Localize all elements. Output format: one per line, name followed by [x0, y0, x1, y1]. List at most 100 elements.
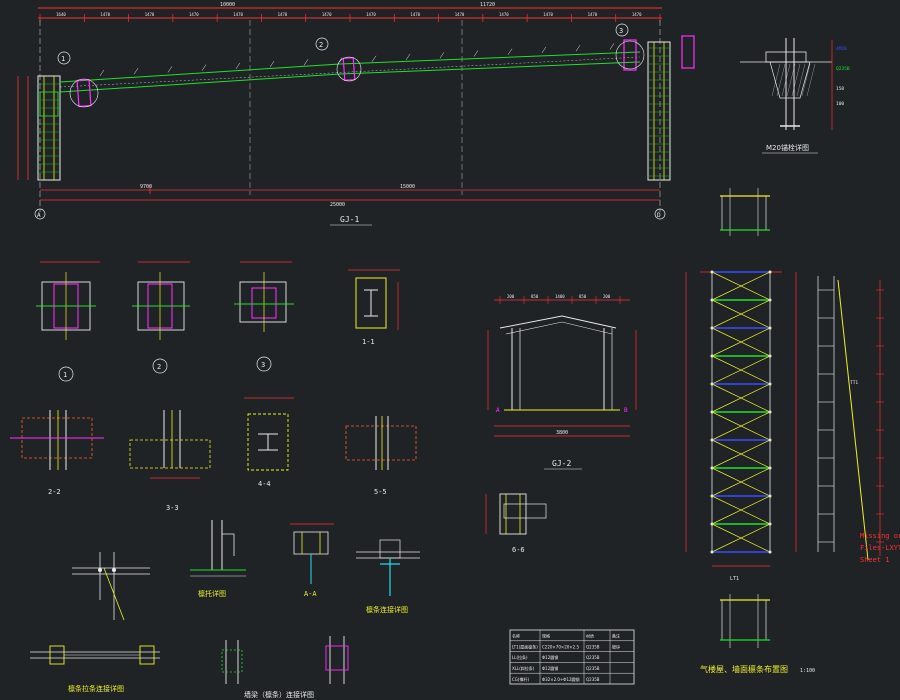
- table-cell-1-1: C220×70×20×2.5: [542, 644, 579, 649]
- bay-label-tt: TT1: [850, 380, 858, 386]
- section-2-label: 2: [157, 363, 161, 371]
- section-a-a: A-A: [290, 523, 334, 598]
- gj2-dim-1: 850: [531, 294, 539, 299]
- section-5-5: 5-5: [345, 416, 417, 496]
- gj2-label-a: A: [496, 407, 500, 414]
- frame-gj1: 1640 1470 1470 1470 1470 1470 1470 1470 1470 1470…: [17, 2, 695, 226]
- purlin-support-detail: 檩托详图: [190, 520, 246, 598]
- top-dim-5: 1470: [278, 12, 288, 17]
- bay-scale: 1:100: [800, 668, 815, 674]
- anchor-note-2: Q235B: [836, 66, 850, 72]
- table-cell-0-1: 规格: [542, 633, 550, 639]
- top-dim-2: 1470: [145, 12, 155, 17]
- missing-text-1: Missing or: [860, 532, 900, 540]
- purlin-conn-title: 檩条连接详图: [366, 605, 408, 614]
- anchor-title: M20锚栓详图: [766, 143, 809, 152]
- gj2-dim-0: 200: [507, 294, 515, 299]
- table-cell-2-0: LL(拉条): [512, 654, 528, 660]
- purlin-tie-lower: 檩条拉条连接详图: [30, 645, 160, 693]
- callout-3: 3: [619, 27, 623, 35]
- top-total-right: 11720: [480, 2, 495, 8]
- purlin-support-title: 檩托详图: [198, 589, 226, 598]
- purlin-tie-upper: [72, 552, 150, 621]
- anchor-detail: 4M20 Q235B 150 100 M20锚栓详图: [740, 38, 850, 154]
- bottom-dim-2: 15000: [400, 184, 415, 190]
- section-3-3: 3-3: [129, 410, 211, 512]
- section-a-a-label: A-A: [304, 590, 317, 598]
- top-dim-3: 1470: [189, 12, 199, 17]
- section-1-1-label: 1-1: [362, 338, 375, 346]
- table-cell-0-0: 名称: [512, 633, 520, 639]
- gj2-dim-2: 1400: [555, 294, 565, 299]
- table-cell-3-2: Q235B: [586, 666, 600, 671]
- table-cell-1-3: 镀锌: [612, 643, 620, 649]
- top-dim-1: 1470: [100, 12, 110, 17]
- top-dim-12: 1470: [588, 12, 598, 17]
- top-dimension-ticks: 1640 1470 1470 1470 1470 1470 1470 1470 1470 1470…: [39, 12, 661, 22]
- callout-1: 1: [61, 55, 65, 63]
- top-dim-13: 1470: [632, 12, 642, 17]
- axis-d: D: [657, 212, 661, 219]
- bay-label-lt: LT1: [730, 576, 739, 582]
- frame-gj2: 200 850 1400 850 200 A B 3800 GJ-2: [487, 294, 637, 470]
- gj1-title: GJ-1: [340, 215, 359, 224]
- top-dim-9: 1470: [455, 12, 465, 17]
- wall-beam-detail: 墙梁（檩条）连接详图: [221, 636, 349, 699]
- axis-a: A: [37, 212, 41, 219]
- table-cell-4-0: CG(撑杆): [512, 676, 529, 682]
- section-2-2-label: 2-2: [48, 488, 61, 496]
- section-2: 2: [132, 261, 190, 374]
- table-cell-0-2: 材质: [586, 633, 594, 639]
- gj2-label-b: B: [624, 407, 628, 414]
- missing-text-3: Sheet 1: [860, 556, 890, 564]
- top-dim-0: 1640: [56, 12, 66, 17]
- table-cell-1-2: Q235B: [586, 644, 600, 649]
- section-5-5-label: 5-5: [374, 488, 387, 496]
- section-1-1: 1-1: [348, 269, 400, 346]
- anchor-note-3: 150: [836, 86, 844, 92]
- gj2-dim-4: 200: [603, 294, 611, 299]
- section-2-2: 2-2: [10, 410, 104, 496]
- bottom-dim-1: 9700: [140, 184, 152, 190]
- anchor-note-1: 4M20: [836, 46, 847, 52]
- section-3-label: 3: [261, 361, 265, 369]
- table-cell-3-0: XLL(斜拉条): [512, 665, 535, 671]
- bay-title: 气楼屋、墙面檩条布置图: [700, 664, 788, 674]
- top-dim-7: 1470: [366, 12, 376, 17]
- section-4-4-label: 4-4: [258, 480, 271, 488]
- section-3-3-label: 3-3: [166, 504, 179, 512]
- section-4-4: 4-4: [244, 397, 294, 488]
- section-6-6-label: 6-6: [512, 546, 525, 554]
- table-cell-3-1: Φ12圆钢: [542, 665, 558, 671]
- callout-2: 2: [319, 41, 323, 49]
- top-dim-8: 1470: [410, 12, 420, 17]
- table-cell-1-0: LT1(屋面檩条): [512, 643, 538, 649]
- top-dim-6: 1470: [322, 12, 332, 17]
- table-cell-2-1: Φ12圆钢: [542, 654, 558, 660]
- section-3: 3: [234, 261, 294, 372]
- table-cell-0-3: 备注: [612, 633, 620, 639]
- anchor-note-4: 100: [836, 101, 844, 107]
- missing-text-2: Files-LXYT: [860, 544, 900, 552]
- purlin-tie-title: 檩条拉条连接详图: [68, 684, 124, 693]
- table-cell-4-2: Q235B: [586, 677, 600, 682]
- table-cell-2-2: Q235B: [586, 655, 600, 660]
- top-dim-4: 1470: [233, 12, 243, 17]
- top-dim-11: 1470: [543, 12, 553, 17]
- gj2-total: 3800: [556, 430, 568, 436]
- purlin-conn-detail: 檩条连接详图: [356, 539, 420, 614]
- gj2-dim-3: 850: [579, 294, 587, 299]
- bottom-total: 25000: [330, 202, 345, 208]
- table-cell-4-1: Φ32×2.0+Φ12圆钢: [542, 676, 580, 682]
- top-total-left: 10000: [220, 2, 235, 8]
- wall-beam-title: 墙梁（檩条）连接详图: [244, 690, 314, 699]
- section-1-label: 1: [63, 371, 67, 379]
- gj2-title: GJ-2: [552, 459, 571, 468]
- section-1: 1: [36, 261, 100, 382]
- section-6-6: 6-6: [485, 493, 547, 554]
- top-dim-10: 1470: [499, 12, 509, 17]
- bay-elevation: LT1 TT1 Missing or Files-LXYT Sheet 1 气楼…: [685, 188, 900, 674]
